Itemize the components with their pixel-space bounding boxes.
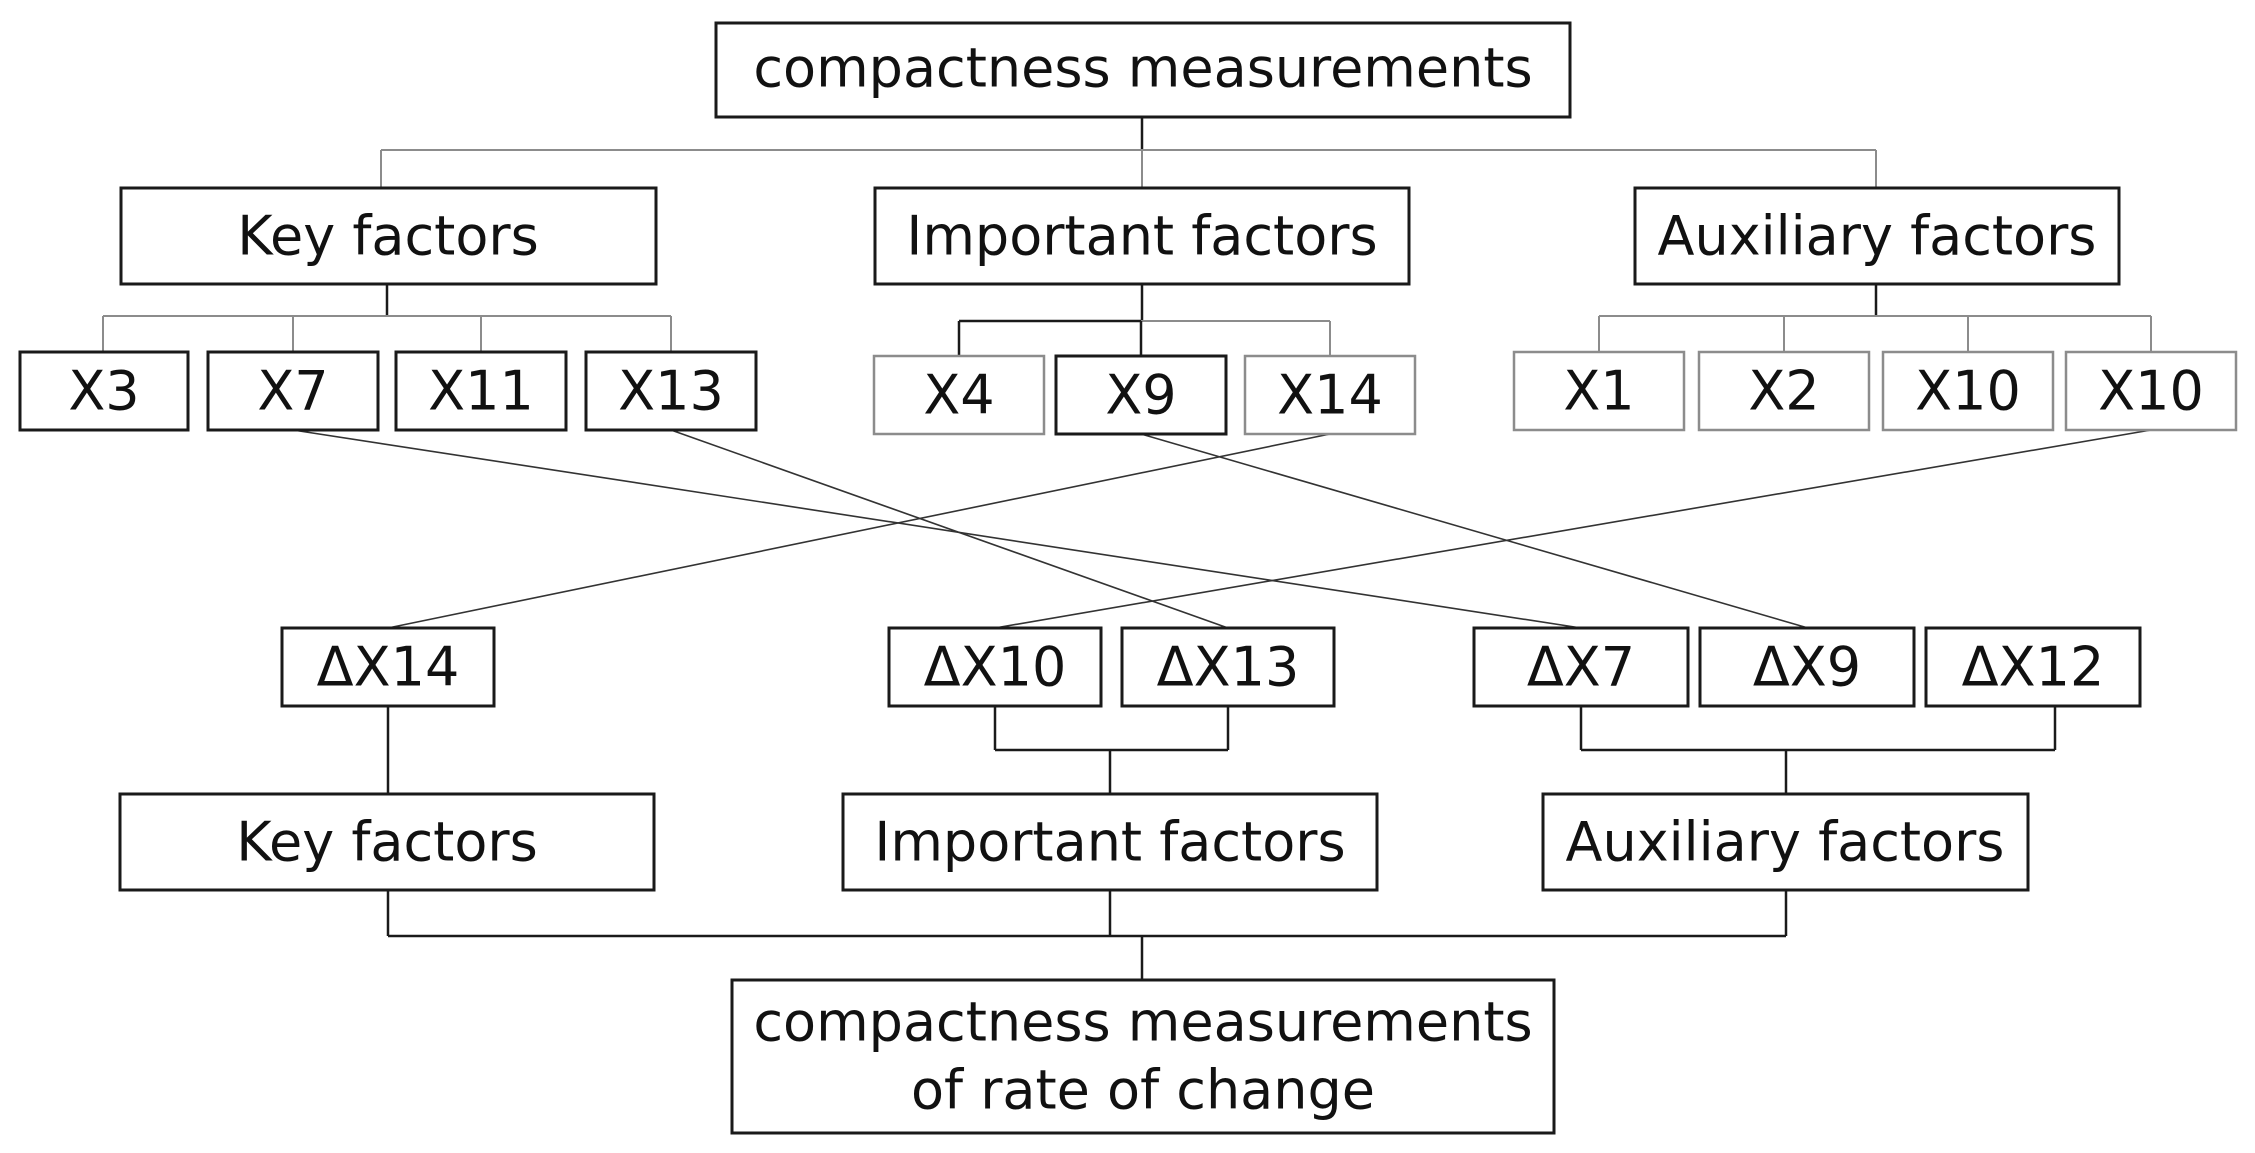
top-auxiliary-factors-label: Auxiliary factors: [1658, 205, 2097, 268]
map-x13-dx13: [670, 429, 1229, 629]
leaf-dx14: ΔX14: [317, 636, 460, 699]
top-root-label: compactness measurements: [753, 37, 1532, 100]
map-x7-dx7: [292, 429, 1582, 629]
top-important-factors-label: Important factors: [906, 205, 1377, 268]
map-x10-dx10: [994, 429, 2152, 629]
bottom-important-factors-label: Important factors: [874, 811, 1345, 874]
bottom-connectors: [386, 706, 2057, 980]
leaf-x10-a: X10: [1915, 360, 2021, 423]
top-auxiliary-factors-node: Auxiliary factors: [1633, 186, 2121, 286]
bottom-important-factors-node: Important factors: [841, 792, 1379, 892]
key-factor-leaves: X3 X7 X11 X13: [18, 350, 758, 432]
leaf-x7: X7: [257, 360, 328, 423]
leaf-x3: X3: [68, 360, 139, 423]
bottom-key-factors-node: Key factors: [118, 792, 656, 892]
bottom-root-node: compactness measurements of rate of chan…: [730, 978, 1556, 1135]
top-key-factors-node: Key factors: [119, 186, 658, 286]
bottom-root-label-line2: of rate of change: [911, 1059, 1375, 1122]
map-x14-dx14: [387, 433, 1331, 629]
important-factor-leaves: X4 X9 X14: [872, 354, 1417, 436]
leaf-dx10: ΔX10: [924, 636, 1067, 699]
bottom-auxiliary-factors-label: Auxiliary factors: [1566, 811, 2005, 874]
leaf-dx13: ΔX13: [1157, 636, 1300, 699]
bottom-auxiliary-factors-node: Auxiliary factors: [1541, 792, 2030, 892]
auxiliary-factor-leaves: X1 X2 X10 X10: [1512, 350, 2238, 432]
leaf-x4: X4: [923, 364, 994, 427]
top-root-node: compactness measurements: [714, 21, 1572, 119]
top-key-factors-label: Key factors: [237, 205, 538, 268]
leaf-x1: X1: [1563, 360, 1634, 423]
leaf-dx7: ΔX7: [1527, 636, 1635, 699]
leaf-dx12: ΔX12: [1962, 636, 2105, 699]
leaf-x11: X11: [428, 360, 534, 423]
leaf-x9: X9: [1105, 364, 1176, 427]
bottom-root-label-line1: compactness measurements: [753, 991, 1532, 1054]
leaf-x14: X14: [1277, 364, 1383, 427]
delta-leaves: ΔX14 ΔX10 ΔX13 ΔX7 ΔX9 ΔX12: [280, 626, 2142, 708]
leaf-x13: X13: [618, 360, 724, 423]
leaf-x10-b: X10: [2098, 360, 2204, 423]
top-important-factors-node: Important factors: [873, 186, 1411, 286]
bottom-key-factors-label: Key factors: [236, 811, 537, 874]
map-x9-dx9: [1140, 433, 1809, 629]
leaf-x2: X2: [1748, 360, 1819, 423]
mapping-lines: [292, 429, 2152, 629]
top-connectors: [102, 117, 2152, 356]
leaf-dx9: ΔX9: [1753, 636, 1861, 699]
